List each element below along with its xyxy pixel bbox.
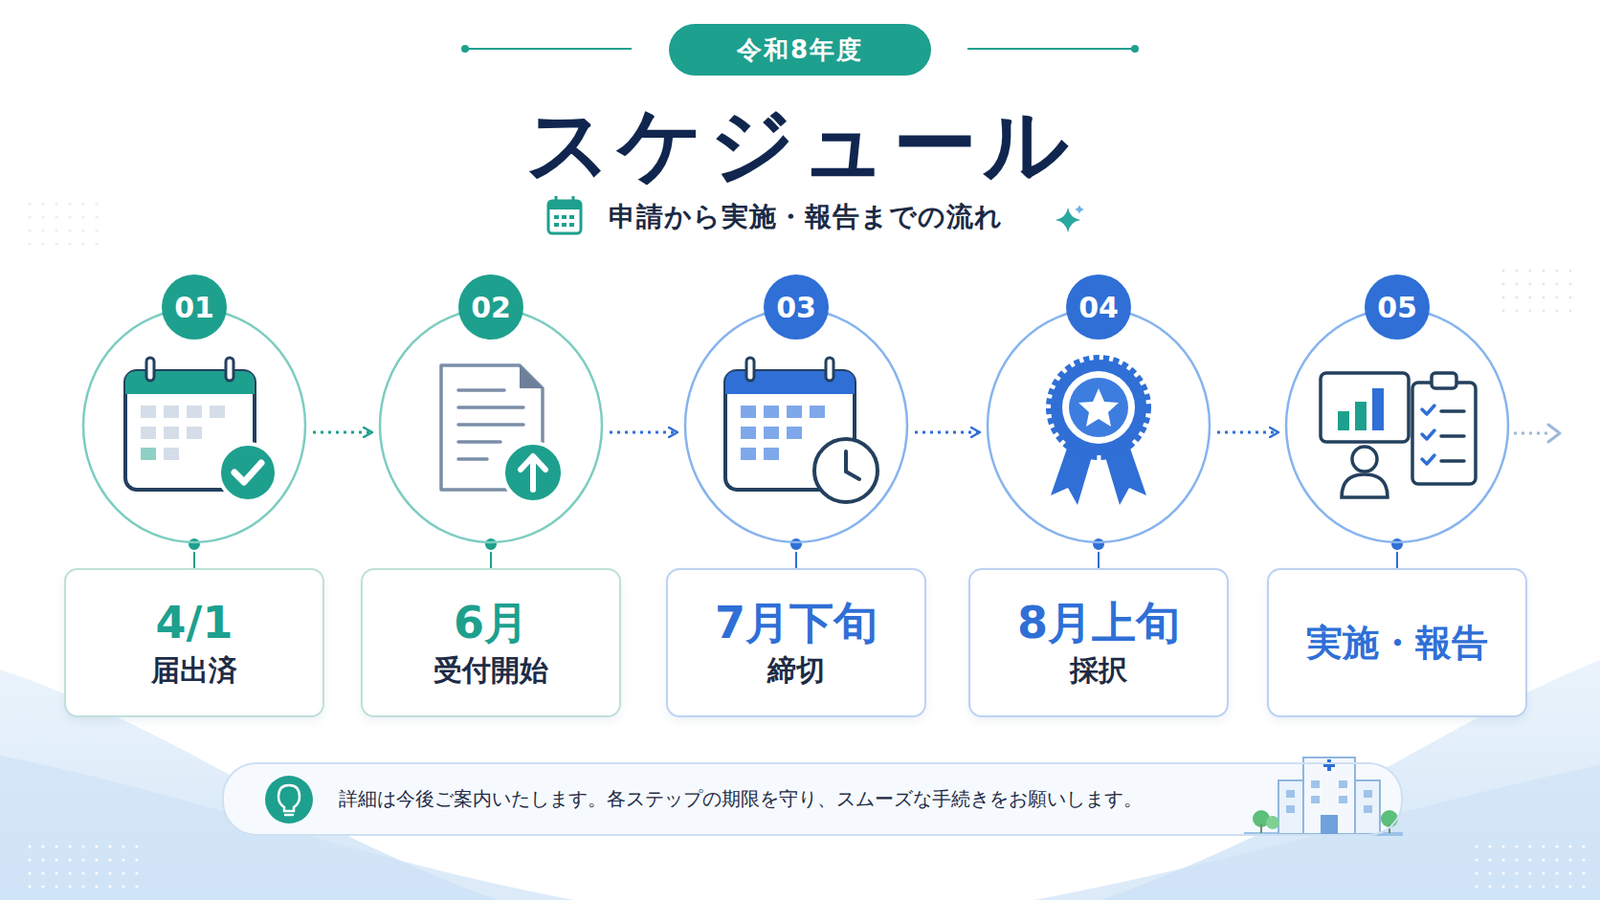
circle-outline: [685, 309, 908, 543]
step-number: 01: [174, 290, 215, 325]
connector-dot: [484, 537, 498, 552]
sparkle: [1055, 204, 1085, 233]
lightbulb-icon: [265, 776, 313, 824]
step-label: 実施・報告: [1306, 619, 1489, 668]
circle-outline: [1286, 309, 1509, 543]
step-status: 届出済: [151, 653, 238, 689]
step-circle: 02: [377, 307, 604, 545]
award-icon: [1050, 359, 1147, 506]
note-box: 詳細は今後ご案内いたします。各ステップの期限を守り、スムーズな手続きをお願いしま…: [222, 762, 1403, 837]
step-status: 締切: [767, 653, 825, 689]
title: スケジュール: [0, 88, 1600, 202]
document-upload-icon: [441, 365, 563, 503]
step-box: 4/1 届出済: [64, 568, 325, 718]
step-badge: 03: [763, 274, 829, 340]
step-status: 受付開始: [433, 653, 549, 689]
connector-dot: [187, 537, 201, 552]
step-circle: 04: [985, 307, 1212, 545]
circle-outline: [987, 309, 1210, 543]
connector: [1217, 432, 1279, 434]
step-box: 実施・報告: [1266, 568, 1528, 718]
circle-outline: [985, 307, 1212, 545]
step-badge: 02: [458, 274, 524, 340]
trailing-arrow: [1513, 424, 1560, 443]
connector: [609, 432, 678, 434]
connector-line: [914, 431, 980, 435]
step-badge: 05: [1364, 274, 1430, 340]
step-box: 6月受付開始: [360, 568, 622, 718]
year-pill: 令和8年度: [668, 23, 932, 76]
connector: [914, 432, 980, 434]
circle-outline: [83, 309, 306, 543]
step-date: 8月上旬: [1017, 598, 1180, 649]
caption: 申請から実施・報告までの流れ: [608, 199, 1003, 236]
step-circle: 03: [683, 307, 910, 545]
step-date: 6月: [453, 598, 529, 649]
step-date: 4/1: [155, 598, 234, 649]
report-icon: [1320, 373, 1476, 498]
note-text: 詳細は今後ご案内いたします。各ステップの期限を守り、スムーズな手続きをお願いしま…: [338, 786, 1143, 813]
connector-dot: [1390, 537, 1404, 552]
dot-grid: [19, 842, 144, 890]
note-ground: [222, 763, 1402, 836]
connector-line: [1217, 431, 1279, 435]
connector-dot: [789, 537, 803, 552]
calendar-clock-icon: [725, 357, 878, 503]
step-circle: 05: [1284, 307, 1511, 545]
calendar-icon: [548, 196, 581, 234]
hospital-illustration: [1244, 757, 1403, 837]
calendar-check-icon: [125, 357, 277, 502]
circle-outline: [379, 309, 602, 543]
step-number: 03: [776, 290, 817, 325]
connector: [312, 432, 373, 434]
circle-outline: [683, 307, 910, 545]
step-number: 05: [1377, 290, 1418, 325]
circle-outline: [377, 307, 604, 545]
step-number: 02: [470, 290, 512, 325]
connector-line: [312, 431, 373, 435]
year-label: 令和8年度: [736, 33, 864, 67]
step-badge: 04: [1066, 274, 1132, 340]
circle-outline: [1284, 307, 1511, 545]
dot-grid: [1473, 842, 1589, 890]
step-number: 04: [1078, 290, 1119, 325]
step-circle: 01: [81, 307, 308, 545]
connector-line: [609, 431, 678, 435]
step-box: 8月上旬採択: [968, 568, 1229, 718]
circle-outline: [81, 307, 308, 545]
dot-grid: [1492, 258, 1574, 312]
step-box: 7月下旬締切: [666, 568, 927, 718]
connector-dot: [1091, 537, 1106, 552]
step-badge: 01: [161, 274, 227, 340]
step-status: 採択: [1069, 653, 1128, 689]
step-date: 7月下旬: [714, 598, 878, 649]
dot-grid: [22, 191, 104, 245]
